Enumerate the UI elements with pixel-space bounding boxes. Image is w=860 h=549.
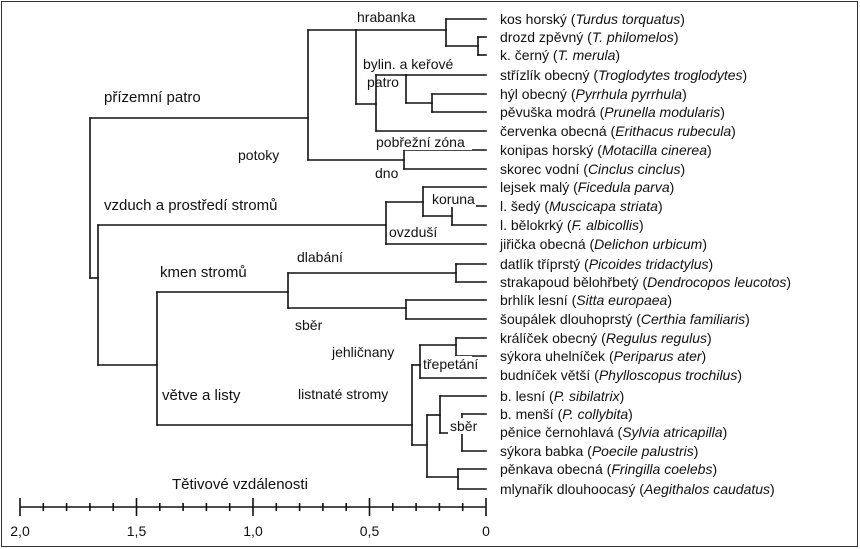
- label-sber-kmen: sběr: [295, 317, 323, 333]
- species-label: b. menší (P. collybita): [500, 406, 633, 422]
- species-label: střízlík obecný (Troglodytes troglodytes…: [500, 67, 747, 83]
- species-label: b. lesní (P. sibilatrix): [500, 388, 624, 404]
- species-label: kos horský (Turdus torquatus): [500, 11, 685, 27]
- label-pobrezni-zona: pobřežní zóna: [376, 134, 465, 150]
- species-label: k. černý (T. merula): [500, 47, 620, 63]
- species-label: pěnice černohlavá (Sylvia atricapilla): [500, 424, 727, 440]
- species-label: drozd zpěvný (T. philomelos): [500, 29, 678, 45]
- axis-tick-label: 0: [482, 523, 490, 539]
- axis-title: Tětivové vzdálenosti: [172, 476, 308, 493]
- species-label: králíček obecný (Regulus regulus): [500, 330, 712, 346]
- species-label: červenka obecná (Erithacus rubecula): [500, 123, 736, 139]
- species-label: jiřička obecná (Delichon urbicum): [499, 236, 707, 252]
- label-backgrounds: [362, 56, 478, 434]
- species-label: skorec vodní (Cinclus cinclus): [500, 161, 685, 177]
- species-label: konipas horský (Motacilla cinerea): [500, 142, 712, 158]
- species-label: l. šedý (Muscicapa striata): [500, 198, 663, 214]
- dendrogram-branches: [89, 18, 487, 490]
- species-label: pěnkava obecná (Fringilla coelebs): [500, 461, 717, 477]
- label-dno: dno: [375, 165, 399, 181]
- species-label: pěvuška modrá (Prunella modularis): [500, 104, 725, 120]
- species-label: sýkora babka (Poecile palustris): [500, 443, 698, 459]
- species-label: l. bělokrký (F. albicollis): [500, 217, 644, 233]
- label-kmen-stromu: kmen stromů: [160, 264, 247, 281]
- species-label: hýl obecný (Pyrrhula pyrrhula): [500, 86, 687, 102]
- species-label: datlík tříprstý (Picoides tridactylus): [500, 256, 713, 272]
- species-label: brhlík lesní (Sitta europaea): [500, 292, 672, 308]
- label-patro: patro: [367, 74, 399, 90]
- label-koruna: koruna: [432, 191, 475, 207]
- species-label: budníček větší (Phylloscopus trochilus): [500, 367, 742, 383]
- species-labels: kos horský (Turdus torquatus) drozd zpěvn…: [499, 11, 791, 497]
- species-label: sýkora uhelníček (Periparus ater): [500, 348, 706, 364]
- species-label: šoupálek dlouhoprstý (Certhia familiaris…: [500, 311, 750, 327]
- label-potoky: potoky: [238, 147, 279, 163]
- label-jehlicnany: jehličnany: [331, 344, 394, 360]
- axis-tick-label: 1,5: [127, 523, 147, 539]
- axis-tick-label: 2,0: [10, 523, 30, 539]
- label-ovzdusi: ovzduší: [389, 224, 437, 240]
- axis-tick-label: 0,5: [360, 523, 380, 539]
- label-dlabani: dlabání: [297, 249, 343, 265]
- label-trepetani: třepetání: [423, 356, 478, 372]
- label-listnate-stromy: listnaté stromy: [298, 386, 388, 402]
- species-label: mlynařík dlouhoocasý (Aegithalos caudatu…: [500, 481, 775, 497]
- label-vzduch: vzduch a prostředí stromů: [104, 197, 277, 214]
- label-vetve-a-listy: větve a listy: [162, 387, 241, 404]
- label-hrabanka: hrabanka: [357, 9, 416, 25]
- group-labels: přízemní patro hrabanka bylin. a keřové …: [104, 9, 478, 434]
- label-sber-vetve: sběr: [450, 418, 478, 434]
- species-label: strakapoud bělohřbetý (Dendrocopos leuco…: [500, 274, 791, 290]
- label-bylin-kerove: bylin. a keřové: [363, 56, 453, 72]
- axis-tick-label: 1,0: [243, 523, 263, 539]
- label-prizemni-patro: přízemní patro: [104, 89, 201, 106]
- distance-axis: [19, 498, 487, 516]
- species-label: lejsek malý (Ficedula parva): [500, 179, 674, 195]
